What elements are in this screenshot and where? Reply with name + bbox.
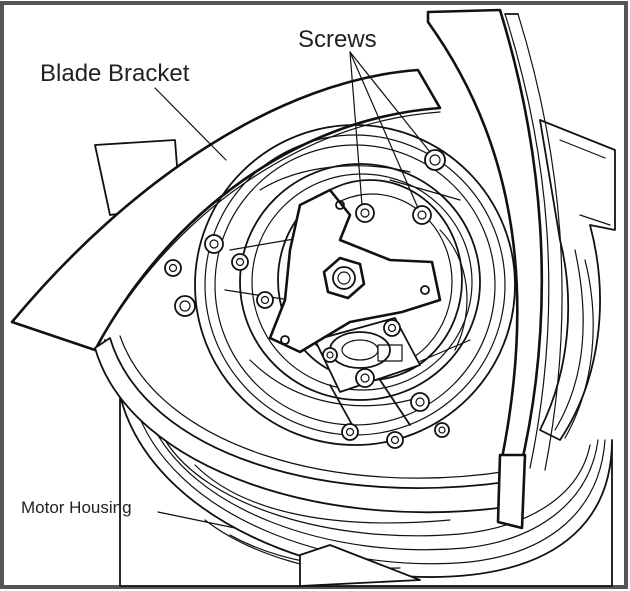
leader-lines (154, 51, 431, 529)
screw (341, 423, 359, 441)
motor-housing (119, 119, 616, 587)
screw (322, 347, 338, 363)
screw (204, 234, 224, 254)
center-hex-nut (322, 256, 366, 300)
motor-housing-leader (157, 511, 236, 529)
screw-set (164, 149, 450, 449)
callout-labels: Screws Blade Bracket Motor Housing (21, 26, 377, 517)
screw (231, 253, 249, 271)
screw (256, 291, 274, 309)
blade-bracket-label: Blade Bracket (40, 60, 190, 87)
screw (174, 295, 196, 317)
screw (410, 392, 430, 412)
blade-bracket-leader (154, 87, 227, 161)
screw (386, 431, 404, 449)
screw (355, 203, 375, 223)
screw (424, 149, 446, 171)
screws-label: Screws (298, 26, 377, 53)
screw (412, 205, 432, 225)
screw (164, 259, 182, 277)
screw (383, 319, 401, 337)
blade-bracket (10, 68, 527, 530)
screws-leader (349, 51, 363, 206)
motor-housing-label: Motor Housing (21, 498, 132, 517)
screws-leader (349, 51, 419, 209)
screws-leader (349, 51, 431, 153)
screw (355, 368, 375, 388)
screw (434, 422, 450, 438)
